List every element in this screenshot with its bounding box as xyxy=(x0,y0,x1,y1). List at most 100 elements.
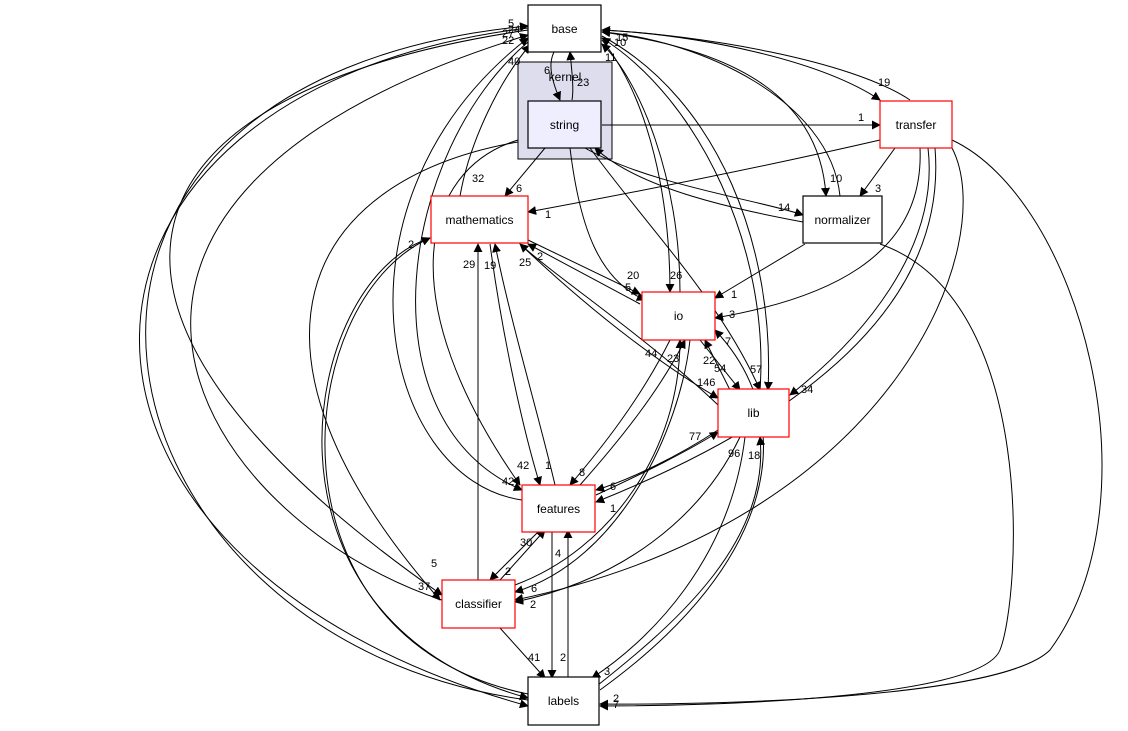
edge-label: 96 xyxy=(728,448,740,460)
edge xyxy=(601,28,841,197)
node-features-label: features xyxy=(537,502,580,516)
edge xyxy=(514,339,685,586)
node-mathematics[interactable]: mathematics xyxy=(430,195,529,244)
edge-label: 2 xyxy=(505,566,511,578)
edge xyxy=(601,37,762,391)
edge-label: 77 xyxy=(689,431,701,443)
edge xyxy=(601,43,681,293)
node-classifier-box xyxy=(441,579,516,629)
edge-label: 1 xyxy=(731,289,737,301)
edge-label: 2 xyxy=(560,652,566,664)
edge xyxy=(459,44,531,197)
edge-label: 20 xyxy=(627,270,639,282)
node-classifier[interactable]: classifier xyxy=(441,579,516,629)
node-features[interactable]: features xyxy=(521,484,596,533)
edge-label: 6 xyxy=(531,583,537,595)
edge xyxy=(591,436,746,679)
node-io-box xyxy=(641,291,716,341)
node-string-label: string xyxy=(550,118,579,132)
node-io[interactable]: io xyxy=(641,291,716,341)
edge-label: 26 xyxy=(670,270,682,282)
edge xyxy=(492,243,556,486)
node-base[interactable]: base xyxy=(527,4,602,53)
edge-label: 2 xyxy=(613,693,619,705)
edge-label: 42 xyxy=(502,476,514,488)
node-string[interactable]: string xyxy=(527,100,602,149)
edge-label: 23 xyxy=(577,77,589,89)
edge-label: 41 xyxy=(528,652,540,664)
edge-label: 37 xyxy=(418,581,430,593)
node-normalizer-box xyxy=(802,195,883,244)
edge-label: 24 xyxy=(508,24,520,36)
edge xyxy=(566,51,576,101)
edge xyxy=(601,31,830,197)
edge-label: 44 xyxy=(645,348,657,360)
edge xyxy=(514,339,691,594)
edge xyxy=(527,239,641,295)
edge xyxy=(489,529,541,581)
edge xyxy=(504,147,546,197)
node-base-box xyxy=(527,4,602,53)
edge-label: 11 xyxy=(605,52,616,64)
edge-label: 23 xyxy=(667,353,679,365)
edge-label: 6 xyxy=(610,481,616,493)
edge-label: 22 xyxy=(502,35,514,47)
node-normalizer[interactable]: normalizer xyxy=(802,195,883,244)
edge-label: 2 xyxy=(408,239,414,251)
edge-label: 1 xyxy=(545,209,551,221)
edge xyxy=(514,147,964,603)
edge xyxy=(569,339,671,486)
edge xyxy=(789,147,930,396)
edge-label: 27 xyxy=(502,28,514,40)
edge-label: 1 xyxy=(610,503,616,515)
edge xyxy=(499,529,546,581)
node-mathematics-label: mathematics xyxy=(445,213,513,227)
edge-labels-group: 5 27 22 24 40 6 23 11 10 15 19 1 32 6 1 … xyxy=(408,18,890,711)
edge xyxy=(145,22,529,701)
edge-label: 42 xyxy=(517,460,529,472)
edge xyxy=(432,139,521,486)
edge xyxy=(601,25,911,101)
edge xyxy=(599,243,1014,711)
edge-label: 5 xyxy=(508,18,514,30)
edge-label: 7 xyxy=(613,699,619,711)
edge xyxy=(321,237,529,701)
node-classifier-label: classifier xyxy=(455,597,502,611)
node-lib-box xyxy=(717,388,790,438)
edge-label: 15 xyxy=(616,32,628,44)
edge xyxy=(392,37,529,501)
edge-label: 57 xyxy=(750,364,762,376)
edge xyxy=(324,237,529,695)
edge-label: 1 xyxy=(858,112,864,124)
edge-label: 40 xyxy=(508,56,520,68)
edge-label: 5 xyxy=(625,282,631,294)
edge xyxy=(489,243,542,486)
edge-label: 34 xyxy=(801,384,813,396)
edge-label: 146 xyxy=(697,377,715,389)
edge-label: 19 xyxy=(484,260,496,272)
edge-label: 8 xyxy=(579,467,585,479)
node-labels[interactable]: labels xyxy=(527,676,600,726)
edge xyxy=(190,33,529,601)
edge xyxy=(309,141,519,601)
edge xyxy=(514,436,741,605)
edge-label: 2 xyxy=(530,599,536,611)
edge-label: 3 xyxy=(875,183,881,195)
node-string-box xyxy=(527,100,602,149)
edge xyxy=(714,147,921,322)
edge-label: 29 xyxy=(463,259,475,271)
edge-label: 4 xyxy=(555,548,561,560)
edge xyxy=(589,147,761,391)
edge-label: 54 xyxy=(714,363,726,375)
edge xyxy=(599,139,1103,709)
edge-label: 25 xyxy=(519,257,531,269)
node-io-label: io xyxy=(674,309,684,323)
node-transfer[interactable]: transfer xyxy=(879,100,953,149)
node-labels-label: labels xyxy=(548,694,579,708)
edge-label: 19 xyxy=(878,77,890,89)
node-normalizer-label: normalizer xyxy=(814,213,870,227)
node-transfer-box xyxy=(879,100,953,149)
edge xyxy=(139,27,529,709)
node-lib[interactable]: lib xyxy=(717,388,790,438)
